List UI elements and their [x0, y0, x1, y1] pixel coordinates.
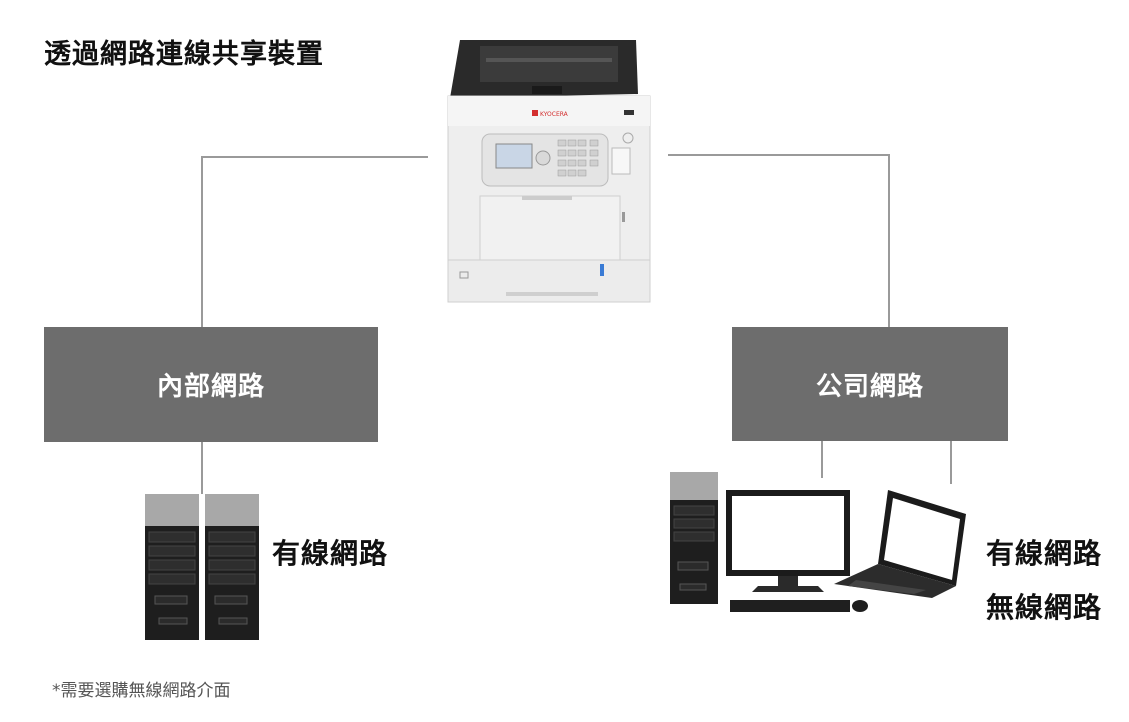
printer-image: KYOCERA — [447, 40, 651, 303]
company-wired-label: 有線網路 — [986, 537, 1103, 570]
company-network-box: 公司網路 — [732, 327, 1008, 441]
footnote: *需要選購無線網路介面 — [52, 681, 231, 701]
laptop-icon — [834, 490, 966, 598]
printer-to-company-line — [668, 154, 890, 327]
server-towers-image — [145, 494, 259, 640]
internal-wired-label: 有線網路 — [272, 537, 389, 570]
mouse-icon — [852, 600, 868, 612]
printer-brand: KYOCERA — [540, 111, 569, 118]
monitor-icon — [726, 490, 850, 592]
computers-image — [670, 472, 966, 612]
company-wireless-label: 無線網路 — [986, 591, 1103, 624]
server-tower-icon — [145, 494, 199, 640]
kyocera-logo-icon — [532, 110, 538, 116]
page-title: 透過網路連線共享裝置 — [44, 39, 324, 70]
desktop-tower-icon — [670, 472, 718, 604]
internal-network-box: 內部網路 — [44, 327, 378, 442]
keyboard-icon — [730, 600, 850, 612]
printer-to-internal-line — [201, 156, 428, 327]
server-tower-icon — [205, 494, 259, 640]
